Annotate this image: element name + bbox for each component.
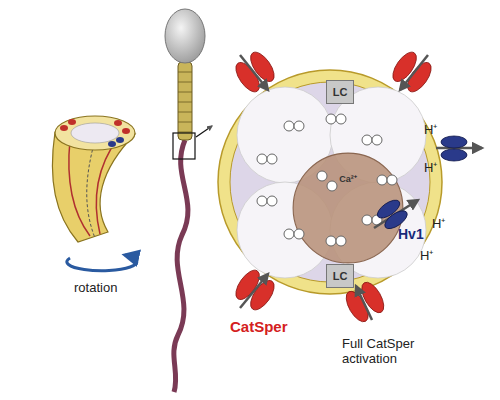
ion-label: H⁺	[424, 158, 437, 176]
ion-label: Ca²⁺	[339, 172, 357, 185]
ion-label: H⁺	[420, 246, 433, 264]
motion-label: rotation	[74, 280, 117, 295]
state-note: Full CatSper activation	[342, 336, 472, 366]
box-label: LC	[333, 86, 348, 98]
ion-flow-arrows	[240, 55, 482, 320]
box-label: LC	[333, 270, 348, 282]
lc-box: LC	[326, 264, 354, 288]
microtubule-doublets	[257, 114, 397, 246]
ion-label: H⁺	[424, 120, 437, 138]
channel-name: CatSper	[230, 318, 288, 335]
sperm-cell	[165, 9, 212, 392]
calcium-domain: Ca²⁺	[292, 152, 404, 264]
flagellum-segment	[52, 116, 135, 242]
lc-box: LC	[326, 80, 354, 104]
rotation-arrow	[67, 255, 137, 271]
catsper-channels	[231, 48, 435, 325]
channel-name: Hv1	[398, 226, 424, 242]
domain-outline	[292, 152, 404, 264]
hv1-channels	[374, 136, 467, 232]
flagellum-cross-section	[218, 70, 442, 294]
ion-label: H⁺	[432, 214, 445, 232]
